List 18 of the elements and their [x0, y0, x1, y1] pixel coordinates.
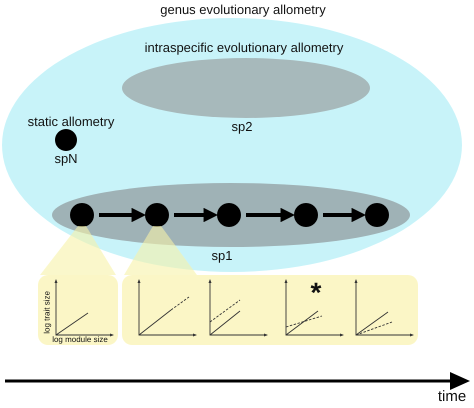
- significance-mark: *: [310, 278, 322, 309]
- arrow: [246, 208, 295, 222]
- group-heading: sp1: [212, 249, 232, 264]
- species-label: sp2: [232, 120, 252, 134]
- axis-label: log trait size: [44, 291, 52, 334]
- inset-panel: [38, 275, 118, 345]
- group-heading: intraspecific evolutionary allometry: [144, 41, 344, 56]
- species-label: log module size: [52, 336, 108, 345]
- inset-panel: [122, 275, 418, 345]
- species-label: spN: [54, 152, 78, 166]
- arrow: [99, 208, 146, 222]
- arrow: [174, 208, 218, 222]
- group-heading: genus evolutionary allometry: [160, 3, 326, 18]
- axis-title: time: [438, 389, 466, 406]
- arrow: [323, 208, 366, 222]
- zoom-wedge: [124, 226, 197, 275]
- species-label: static allometry: [28, 115, 114, 130]
- zoom-wedge: [40, 226, 116, 275]
